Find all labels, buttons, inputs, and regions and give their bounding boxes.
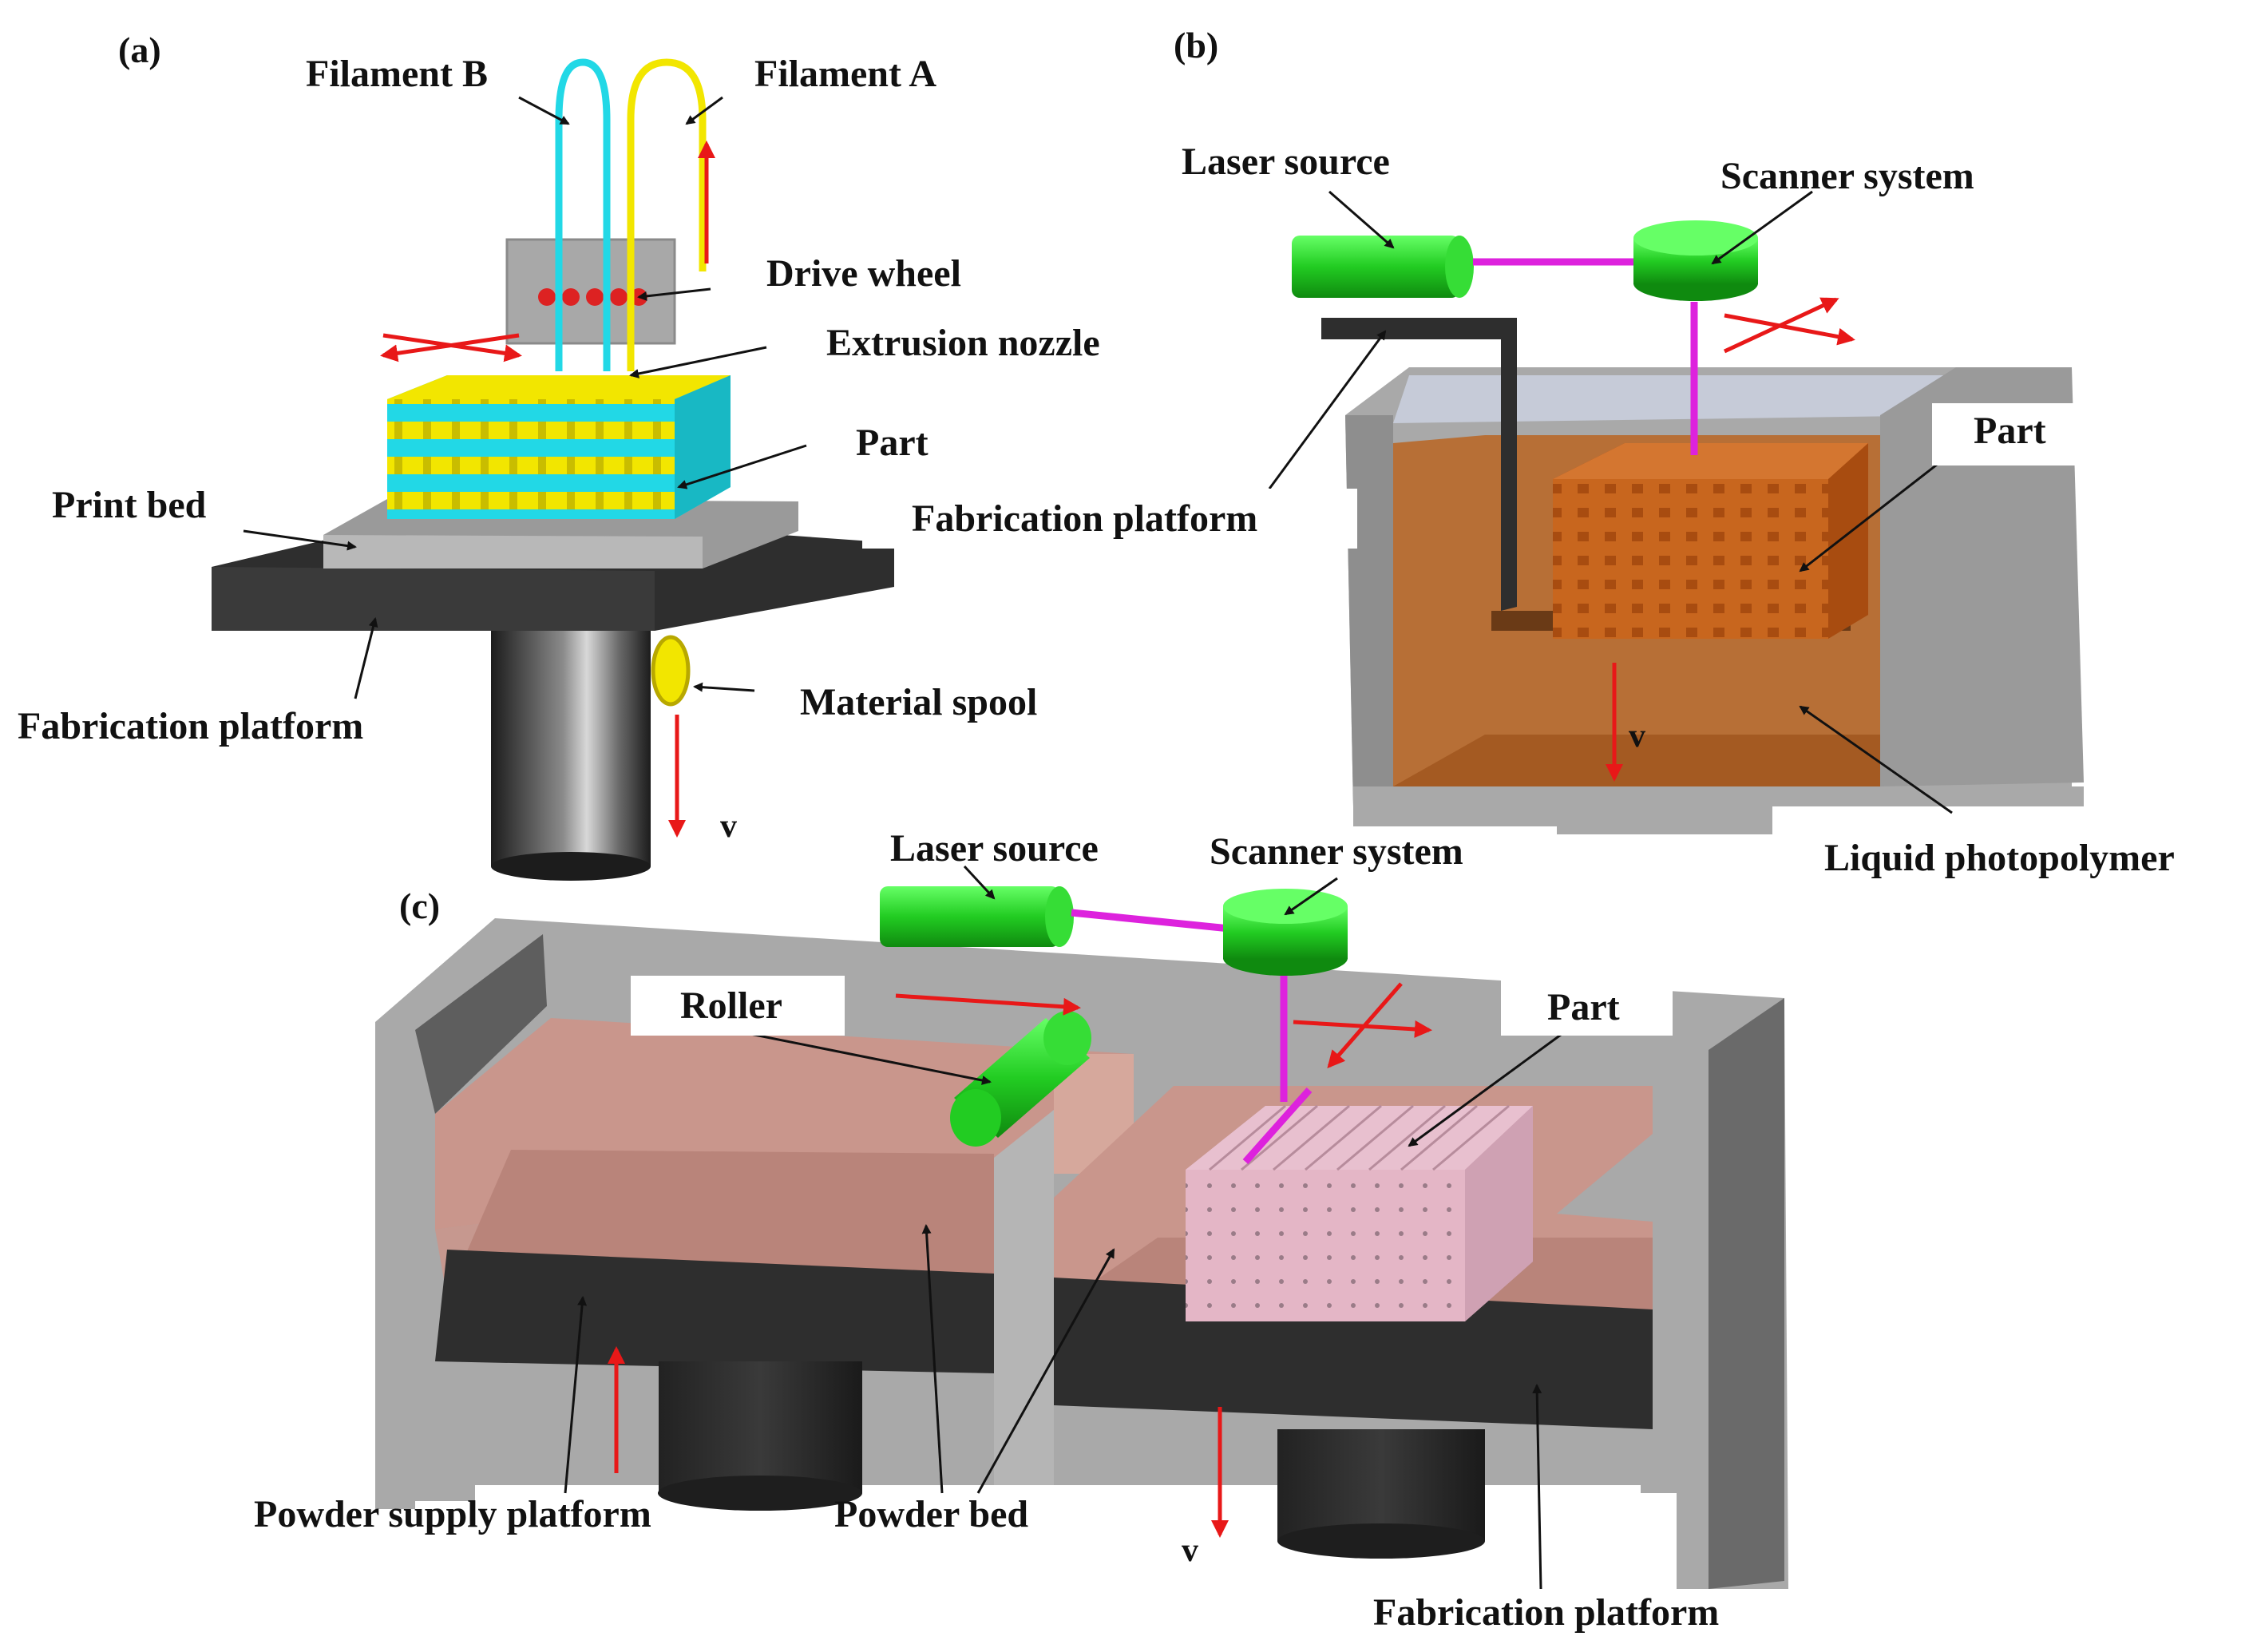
panel-a: (a) Filament B Filament A Drive wheel Ex…: [18, 30, 1100, 881]
label-laser-source-b: Laser source: [1182, 141, 1390, 183]
cylinder-c1: [659, 1361, 862, 1493]
label-filament-a: Filament A: [754, 53, 936, 95]
panel-a-tag: (a): [118, 30, 161, 70]
motion-arrow-c1: [1293, 1020, 1432, 1038]
laser-beam-c1: [1071, 909, 1230, 933]
label-material-spool: Material spool: [800, 681, 1037, 723]
roller-c: [950, 1011, 1091, 1147]
label-drive-wheel: Drive wheel: [766, 252, 961, 295]
label-laser-source-c: Laser source: [890, 827, 1099, 870]
label-fabrication-platform-b: Fabrication platform: [912, 497, 1257, 540]
label-velocity-c: v: [1182, 1532, 1198, 1569]
panel-c: (c) Laser source Scanner system Roller P…: [254, 827, 1788, 1634]
label-fabrication-platform-c: Fabrication platform: [1373, 1591, 1719, 1634]
label-powder-supply-platform: Powder supply platform: [254, 1493, 651, 1535]
laser-source-b: [1292, 236, 1459, 298]
label-velocity-b: v: [1629, 718, 1645, 755]
label-liquid-photopolymer: Liquid photopolymer: [1824, 837, 2175, 879]
motion-arrow-a2: [380, 333, 520, 362]
panel-b-tag: (b): [1174, 25, 1218, 65]
label-fabrication-platform-a: Fabrication platform: [18, 705, 363, 747]
filament-a-line: [627, 58, 707, 371]
part-b: [1553, 479, 1828, 639]
motion-arrow-c2: [1327, 982, 1403, 1069]
panel-c-tag: (c): [399, 885, 440, 926]
motion-arrow-b2: [1724, 313, 1855, 346]
label-velocity-a: v: [720, 808, 737, 845]
label-part-b: Part: [1974, 410, 2046, 452]
label-part-a: Part: [856, 422, 929, 464]
filament-b-line: [555, 58, 611, 371]
label-roller: Roller: [680, 984, 782, 1027]
material-spool: [651, 635, 691, 707]
cylinder-c2: [1277, 1429, 1485, 1541]
label-print-bed: Print bed: [52, 484, 207, 526]
laser-source-c: [880, 886, 1059, 947]
label-part-c: Part: [1547, 986, 1620, 1028]
label-powder-bed: Powder bed: [834, 1493, 1028, 1535]
powder-supply-platform-c: [435, 1250, 994, 1373]
label-scanner-system-c: Scanner system: [1210, 830, 1463, 873]
roller-motion-arrow: [895, 993, 1081, 1016]
part-a: [387, 375, 731, 519]
column-a: [491, 627, 651, 866]
label-filament-b: Filament B: [306, 53, 488, 95]
label-extrusion-nozzle: Extrusion nozzle: [826, 322, 1100, 364]
label-scanner-system-b: Scanner system: [1720, 155, 1974, 197]
part-c: [1186, 1170, 1465, 1321]
panel-b: (b) Laser source Scanner system Part Fab…: [862, 25, 2175, 879]
